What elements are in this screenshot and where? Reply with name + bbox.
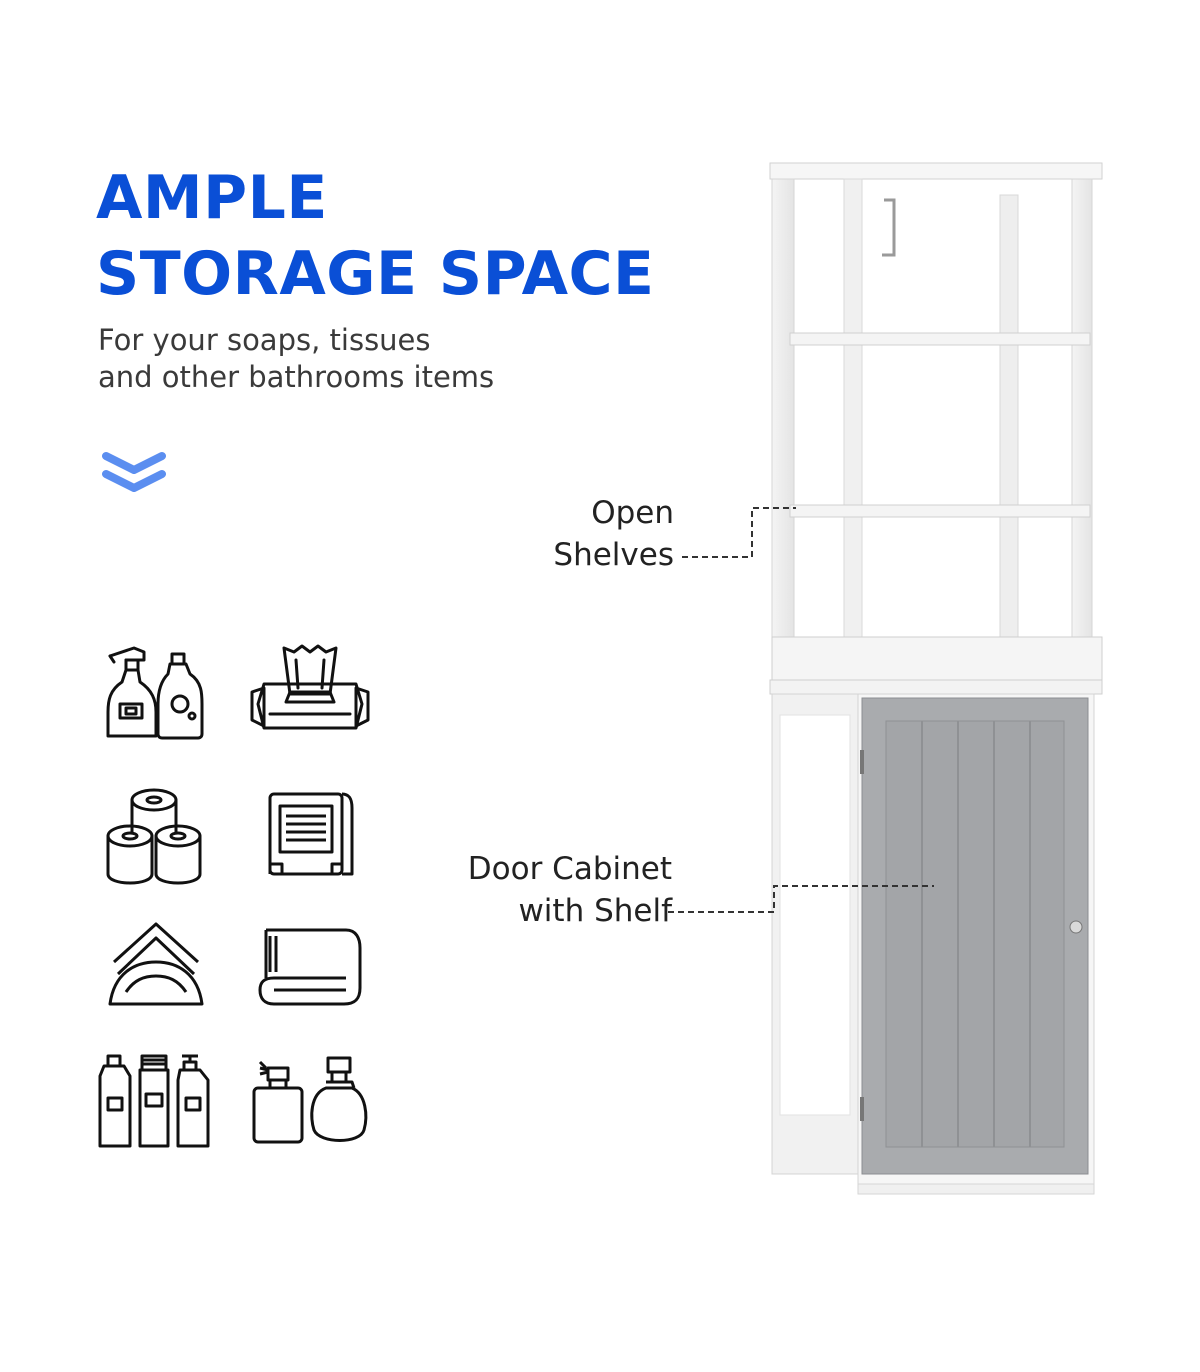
- subtitle-line-1: For your soaps, tissues: [98, 323, 431, 357]
- door-cabinet-label: Door Cabinet with Shelf: [440, 848, 672, 932]
- double-chevron-down-icon: [100, 448, 168, 496]
- open-shelves-label: Open Shelves: [540, 492, 674, 576]
- tall-bathroom-cabinet-image: [760, 155, 1110, 1200]
- toiletry-bottles-icon: [98, 1050, 212, 1150]
- napkin-holder-icon: [106, 918, 206, 1008]
- tissue-box-icon: [266, 786, 356, 880]
- headline: AMPLE STORAGE SPACE: [96, 160, 655, 312]
- open-shelves-label-line-2: Shelves: [553, 537, 674, 573]
- subtitle-line-2: and other bathrooms items: [98, 360, 495, 394]
- spray-bottles-icon: [104, 642, 204, 742]
- wet-wipes-icon: [250, 642, 370, 734]
- perfume-bottles-icon: [250, 1054, 370, 1146]
- toilet-paper-icon: [104, 786, 204, 886]
- door-cabinet-label-line-2: with Shelf: [518, 893, 672, 929]
- headline-line-2: STORAGE SPACE: [96, 239, 655, 309]
- headline-line-1: AMPLE: [96, 163, 328, 233]
- subtitle: For your soaps, tissues and other bathro…: [98, 322, 494, 396]
- open-shelves-label-line-1: Open: [591, 495, 674, 531]
- folded-towel-icon: [256, 924, 364, 1008]
- door-cabinet-label-line-1: Door Cabinet: [467, 851, 672, 887]
